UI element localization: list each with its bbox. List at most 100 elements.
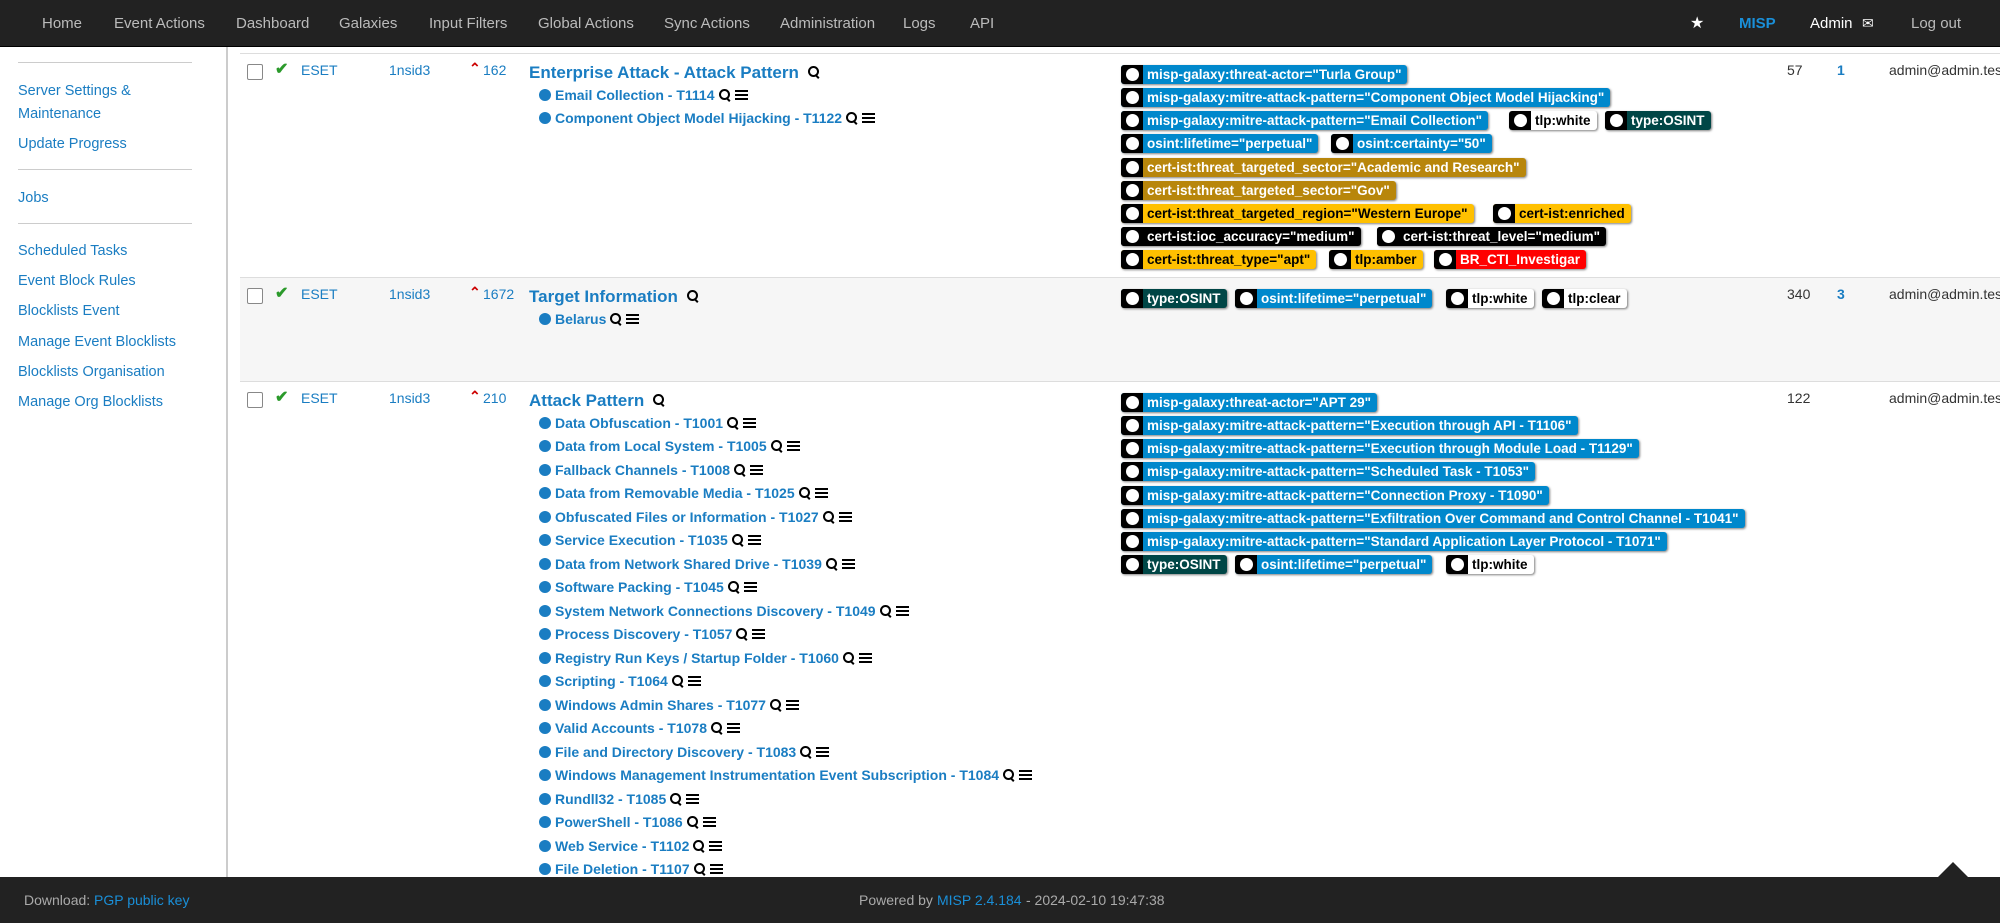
galaxy-title[interactable]: Target Information xyxy=(529,287,699,307)
event-id-link[interactable]: 1672 xyxy=(483,286,515,302)
search-icon[interactable] xyxy=(670,793,682,805)
cluster-link[interactable]: Windows Management Instrumentation Event… xyxy=(555,767,1000,783)
cluster-link[interactable]: Web Service - T1102 xyxy=(555,838,690,854)
tag[interactable]: BR_CTI_Investigar xyxy=(1434,250,1587,269)
list-icon[interactable] xyxy=(752,628,766,640)
nav-global-actions[interactable]: Global Actions xyxy=(538,15,634,32)
nav-event-actions[interactable]: Event Actions xyxy=(114,15,205,32)
search-icon[interactable] xyxy=(727,581,740,593)
tag[interactable]: misp-galaxy:mitre-attack-pattern="Exfilt… xyxy=(1121,509,1745,528)
cluster-link[interactable]: Fallback Channels - T1008 xyxy=(555,462,731,478)
star-icon[interactable]: ★ xyxy=(1690,15,1705,32)
list-icon[interactable] xyxy=(687,675,701,687)
cluster-link[interactable]: Component Object Model Hijacking - T1122 xyxy=(555,110,843,126)
cluster-link[interactable]: Belarus xyxy=(555,311,607,327)
logout-link[interactable]: Log out xyxy=(1911,15,1962,32)
creator-link[interactable]: 1nsid3 xyxy=(389,390,431,406)
cluster-link[interactable]: PowerShell - T1086 xyxy=(555,814,683,830)
search-icon[interactable] xyxy=(842,652,855,664)
tag[interactable]: misp-galaxy:threat-actor="APT 29" xyxy=(1121,393,1377,412)
tag[interactable]: osint:lifetime="perpetual" xyxy=(1235,289,1433,308)
list-icon[interactable] xyxy=(814,487,828,499)
search-icon[interactable] xyxy=(822,511,835,523)
cluster-link[interactable]: Obfuscated Files or Information - T1027 xyxy=(555,509,819,525)
cluster-link[interactable]: System Network Connections Discovery - T… xyxy=(555,603,876,619)
search-icon[interactable] xyxy=(770,440,783,452)
search-icon[interactable] xyxy=(807,66,820,78)
list-icon[interactable] xyxy=(1019,769,1033,781)
search-icon[interactable] xyxy=(800,746,812,758)
tag[interactable]: tlp:clear xyxy=(1542,289,1627,308)
tag[interactable]: cert-ist:threat_targeted_region="Western… xyxy=(1121,204,1474,223)
tag[interactable]: cert-ist:threat_type="apt" xyxy=(1121,250,1317,269)
tag[interactable]: cert-ist:threat_targeted_sector="Gov" xyxy=(1121,181,1396,200)
cluster-link[interactable]: Windows Admin Shares - T1077 xyxy=(555,697,766,713)
sidebar-item-scheduled-tasks[interactable]: Scheduled Tasks xyxy=(18,243,128,259)
tag[interactable]: cert-ist:threat_targeted_sector="Academi… xyxy=(1121,158,1526,177)
sidebar-item-manage-org-blocklists[interactable]: Manage Org Blocklists xyxy=(18,394,164,410)
search-icon[interactable] xyxy=(718,89,731,101)
nav-administration[interactable]: Administration xyxy=(780,15,876,32)
sidebar-item-blocklists-organisation[interactable]: Blocklists Organisation xyxy=(18,364,165,380)
sidebar-item-jobs[interactable]: Jobs xyxy=(18,190,49,206)
nav-home[interactable]: Home xyxy=(42,15,83,32)
cluster-link[interactable]: Data from Network Shared Drive - T1039 xyxy=(555,556,822,572)
list-icon[interactable] xyxy=(816,746,830,758)
nav-dashboard[interactable]: Dashboard xyxy=(236,15,310,32)
tag[interactable]: type:OSINT xyxy=(1121,289,1227,308)
org-link[interactable]: ESET xyxy=(301,286,338,302)
org-link[interactable]: ESET xyxy=(301,390,338,406)
tag[interactable]: cert-ist:threat_level="medium" xyxy=(1377,227,1606,246)
tag[interactable]: tlp:white xyxy=(1446,555,1534,574)
list-icon[interactable] xyxy=(726,722,740,734)
list-icon[interactable] xyxy=(686,793,700,805)
galaxy-title-text[interactable]: Enterprise Attack - Attack Pattern xyxy=(529,63,799,82)
tag[interactable]: cert-ist:ioc_accuracy="medium" xyxy=(1121,227,1361,246)
list-icon[interactable] xyxy=(785,699,799,711)
search-icon[interactable] xyxy=(1003,769,1015,781)
tag[interactable]: osint:lifetime="perpetual" xyxy=(1121,134,1319,153)
scroll-top-button[interactable] xyxy=(1938,862,1968,877)
search-icon[interactable] xyxy=(710,722,723,734)
list-icon[interactable] xyxy=(743,581,757,593)
search-icon[interactable] xyxy=(731,534,744,546)
list-icon[interactable] xyxy=(750,464,764,476)
tag[interactable]: tlp:white xyxy=(1509,111,1597,130)
tag[interactable]: osint:certainty="50" xyxy=(1331,134,1492,153)
misp-home-link[interactable]: MISP xyxy=(1739,15,1776,32)
cluster-link[interactable]: Data from Removable Media - T1025 xyxy=(555,485,795,501)
galaxy-title-text[interactable]: Target Information xyxy=(529,287,678,306)
org-link[interactable]: ESET xyxy=(301,62,338,78)
tag[interactable]: cert-ist:enriched xyxy=(1493,204,1631,223)
search-icon[interactable] xyxy=(686,290,699,302)
user-menu[interactable]: Admin xyxy=(1810,15,1853,32)
search-icon[interactable] xyxy=(610,313,622,325)
sidebar-item-manage-event-blocklists[interactable]: Manage Event Blocklists xyxy=(18,334,176,350)
nav-sync-actions[interactable]: Sync Actions xyxy=(664,15,750,32)
cluster-link[interactable]: Email Collection - T1114 xyxy=(555,87,715,103)
search-icon[interactable] xyxy=(671,675,684,687)
tag[interactable]: misp-galaxy:mitre-attack-pattern="Connec… xyxy=(1121,486,1549,505)
cluster-link[interactable]: File and Directory Discovery - T1083 xyxy=(555,744,797,760)
cluster-link[interactable]: Software Packing - T1045 xyxy=(555,579,724,595)
tag[interactable]: type:OSINT xyxy=(1605,111,1711,130)
search-icon[interactable] xyxy=(769,699,782,711)
sidebar-item-blocklists-event[interactable]: Blocklists Event xyxy=(18,303,120,319)
list-icon[interactable] xyxy=(786,440,800,452)
list-icon[interactable] xyxy=(858,652,872,664)
tag[interactable]: misp-galaxy:threat-actor="Turla Group" xyxy=(1121,65,1408,84)
envelope-icon[interactable]: ✉ xyxy=(1862,15,1874,31)
search-icon[interactable] xyxy=(686,816,699,828)
search-icon[interactable] xyxy=(798,487,811,499)
pgp-key-link[interactable]: PGP public key xyxy=(94,892,190,908)
tag[interactable]: misp-galaxy:mitre-attack-pattern="Schedu… xyxy=(1121,462,1536,481)
list-icon[interactable] xyxy=(747,534,761,546)
cluster-link[interactable]: Valid Accounts - T1078 xyxy=(555,720,707,736)
list-icon[interactable] xyxy=(734,89,748,101)
list-icon[interactable] xyxy=(709,863,723,875)
tag[interactable]: tlp:amber xyxy=(1329,250,1423,269)
search-icon[interactable] xyxy=(736,628,748,640)
search-icon[interactable] xyxy=(727,417,739,429)
row-select-checkbox[interactable] xyxy=(247,288,263,304)
cluster-link[interactable]: Registry Run Keys / Startup Folder - T10… xyxy=(555,650,839,666)
